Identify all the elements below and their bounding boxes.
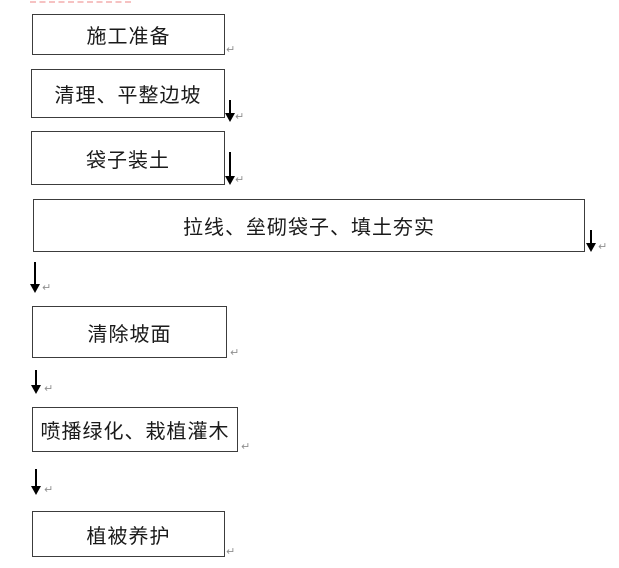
paragraph-mark: ↵ [44, 382, 54, 395]
paragraph-mark: ↵ [230, 346, 240, 359]
flow-step-box-stack-bags-compact: 拉线、垒砌袋子、填土夯实 [33, 199, 585, 252]
flow-step-box-clear-slope-surface: 清除坡面 [32, 306, 227, 358]
paragraph-mark: ↵ [226, 545, 236, 558]
flow-step-label: 清理、平整边坡 [54, 83, 202, 107]
down-arrow-icon [225, 152, 235, 185]
paragraph-mark: ↵ [235, 173, 245, 186]
paragraph-mark: ↵ [226, 43, 236, 56]
paragraph-mark: ↵ [42, 281, 52, 294]
flow-step-label: 喷播绿化、栽植灌木 [40, 419, 230, 443]
flow-step-box-fill-bags: 袋子装土 [31, 131, 225, 185]
paragraph-mark: ↵ [44, 483, 54, 496]
down-arrow-icon [30, 262, 40, 293]
down-arrow-icon [31, 469, 41, 495]
flow-step-box-spray-greening-plant-shrubs: 喷播绿化、栽植灌木 [32, 407, 238, 452]
flow-step-box-construction-prep: 施工准备 [32, 14, 225, 55]
paragraph-mark: ↵ [598, 240, 608, 253]
paragraph-mark: ↵ [241, 440, 251, 453]
flow-step-label: 清除坡面 [87, 321, 172, 346]
flow-step-label: 植被养护 [86, 523, 171, 548]
paragraph-mark: ↵ [235, 110, 245, 123]
down-arrow-icon [586, 230, 596, 252]
flow-step-box-vegetation-maintenance: 植被养护 [32, 511, 225, 557]
down-arrow-icon [225, 100, 235, 122]
down-arrow-icon [31, 370, 41, 394]
flow-step-box-clean-level-slope: 清理、平整边坡 [31, 69, 225, 118]
flow-step-label: 拉线、垒砌袋子、填土夯实 [183, 215, 435, 239]
flow-step-label: 施工准备 [86, 24, 171, 48]
flow-step-label: 袋子装土 [86, 147, 170, 172]
pink-dashed-marker-line [30, 1, 131, 3]
